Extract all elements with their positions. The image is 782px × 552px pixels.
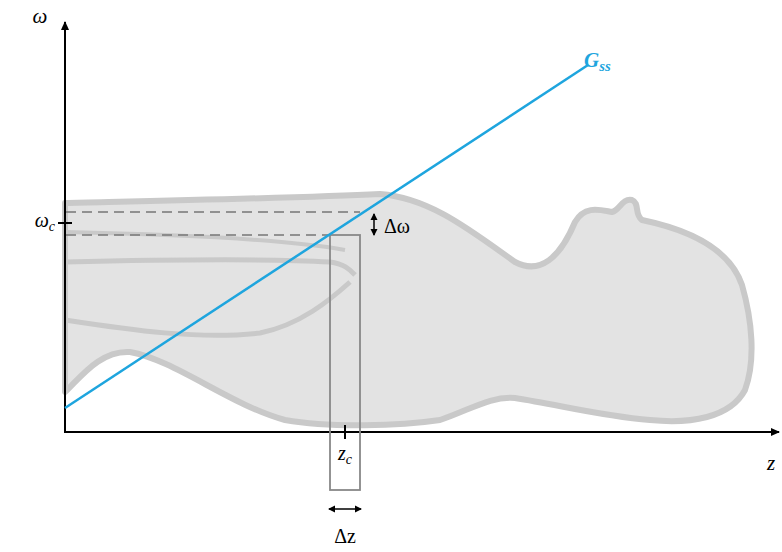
- z-axis: [64, 431, 779, 433]
- slice-rect: [330, 235, 360, 490]
- guide-line: [66, 234, 330, 236]
- subscript: ss: [599, 58, 610, 74]
- symbol: z: [767, 451, 775, 475]
- tick: [344, 425, 346, 439]
- interval-label: Δω: [384, 216, 410, 236]
- symbol: Δz: [334, 525, 356, 547]
- subscript: c: [346, 452, 352, 467]
- body-silhouette: [65, 194, 752, 425]
- subscript: c: [49, 219, 55, 234]
- arm-contour: [65, 232, 345, 250]
- arm-contour: [65, 260, 355, 275]
- axis-value: ωc: [35, 210, 55, 234]
- symbol: ω: [35, 209, 49, 231]
- curve-label: Gss: [584, 50, 611, 74]
- symbol: Δω: [384, 215, 410, 237]
- delta-arrow: [329, 508, 361, 510]
- symbol: z: [338, 442, 346, 464]
- tick: [58, 222, 72, 224]
- arm-contour: [65, 282, 350, 335]
- gss-line: [65, 65, 588, 408]
- symbol: G: [584, 48, 599, 72]
- symbol: ω: [33, 4, 48, 28]
- axis-value: zc: [338, 443, 352, 467]
- interval-label: Δz: [334, 526, 356, 546]
- axis-label: ω: [33, 6, 48, 27]
- omega-axis: [64, 22, 66, 433]
- delta-arrow: [373, 214, 375, 235]
- axis-label: z: [767, 453, 775, 474]
- guide-line: [66, 211, 360, 213]
